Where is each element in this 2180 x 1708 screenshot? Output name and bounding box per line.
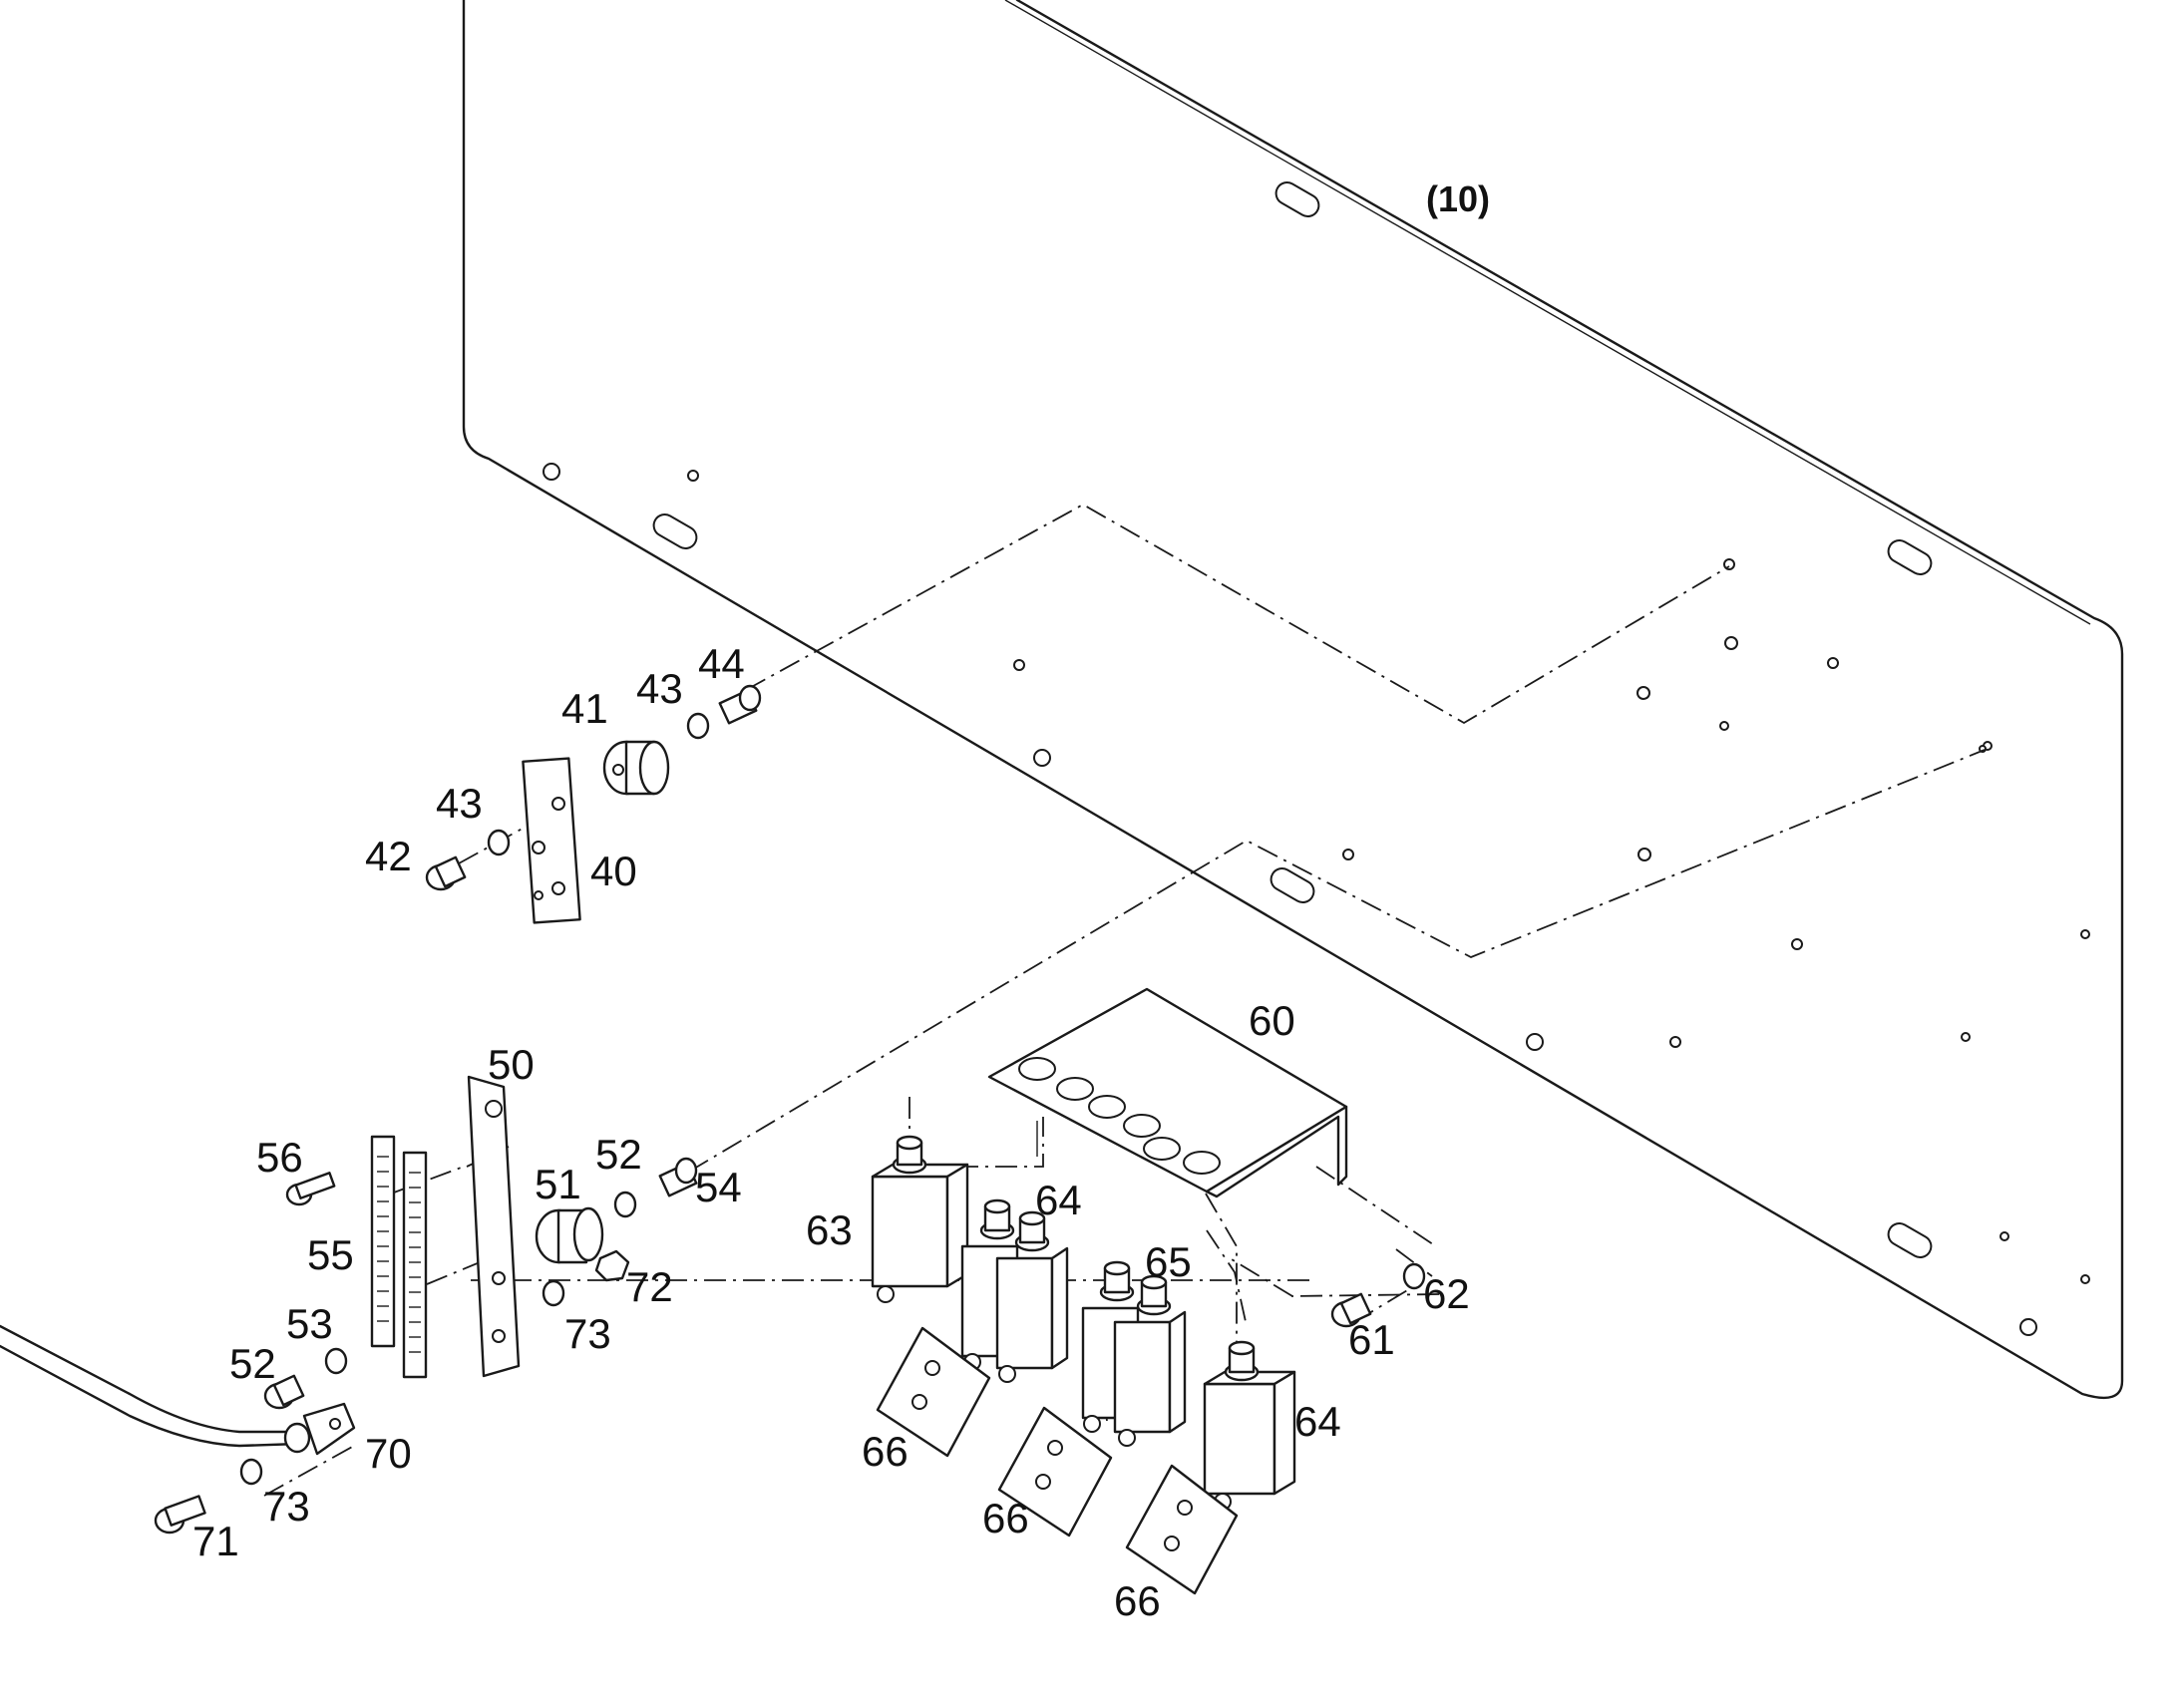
callout-50: 50 bbox=[488, 1041, 535, 1088]
callout-71: 71 bbox=[192, 1518, 239, 1564]
callout-43-top: 43 bbox=[636, 665, 683, 712]
callout-72: 72 bbox=[626, 1263, 673, 1310]
callout-64-top: 64 bbox=[1035, 1177, 1082, 1223]
part-60-plate bbox=[987, 987, 1348, 1198]
part-66-plates bbox=[876, 1326, 1239, 1595]
part-42-screw bbox=[425, 855, 467, 891]
callout-63: 63 bbox=[806, 1206, 853, 1253]
callout-54: 54 bbox=[695, 1164, 742, 1210]
part-72-nut bbox=[594, 1249, 630, 1282]
callout-60: 60 bbox=[1249, 997, 1295, 1044]
part-55-terminal-strips bbox=[370, 1135, 428, 1379]
callout-43-left: 43 bbox=[436, 780, 483, 827]
part-53-screw bbox=[263, 1374, 305, 1410]
panel-holes bbox=[543, 463, 2090, 1336]
part-41-connector bbox=[602, 740, 670, 796]
part-73-washers bbox=[239, 1279, 565, 1486]
callout-73-right: 73 bbox=[564, 1310, 611, 1357]
part-54-screw bbox=[658, 1157, 698, 1197]
part-61-screw bbox=[1330, 1292, 1372, 1328]
assembly-ref-label: (10) bbox=[1426, 178, 1490, 219]
part-70-cable-lug bbox=[0, 1324, 356, 1456]
callout-61: 61 bbox=[1348, 1316, 1395, 1363]
callout-62: 62 bbox=[1423, 1270, 1470, 1317]
part-62-washer bbox=[1402, 1262, 1426, 1290]
callout-53: 52 bbox=[229, 1340, 276, 1387]
callout-70: 70 bbox=[365, 1430, 412, 1477]
callout-66-middle: 66 bbox=[982, 1495, 1029, 1541]
part-71-screw bbox=[154, 1495, 206, 1535]
part-40-bracket bbox=[522, 757, 581, 924]
part-65-breaker bbox=[1081, 1260, 1187, 1447]
callout-41: 41 bbox=[561, 685, 608, 732]
part-63-breaker bbox=[871, 1135, 969, 1303]
callout-40: 40 bbox=[590, 848, 637, 894]
part-51-connector bbox=[535, 1206, 604, 1264]
callout-73-bottom: 73 bbox=[263, 1483, 310, 1530]
callout-42: 42 bbox=[365, 833, 412, 879]
part-50-rail-bracket bbox=[467, 1075, 521, 1378]
callout-labels: (10) 44 43 41 43 42 40 50 56 52 51 54 55… bbox=[192, 178, 1490, 1624]
callout-66-left: 66 bbox=[862, 1428, 908, 1475]
callout-51: 51 bbox=[535, 1161, 581, 1207]
part-43-washers bbox=[487, 712, 710, 856]
part-52-washers bbox=[324, 1191, 637, 1375]
main-panel bbox=[462, 0, 2124, 1399]
part-64-breaker-b bbox=[1203, 1340, 1296, 1511]
callout-52-bottom: 53 bbox=[286, 1300, 333, 1347]
callout-55: 55 bbox=[307, 1231, 354, 1278]
callout-56: 56 bbox=[256, 1134, 303, 1181]
part-56-screw bbox=[285, 1172, 336, 1206]
part-44-screw bbox=[718, 684, 762, 725]
callout-66-bottom: 66 bbox=[1114, 1577, 1161, 1624]
callout-52-top: 52 bbox=[595, 1131, 642, 1178]
panel-slots bbox=[652, 181, 1933, 1258]
callout-65: 65 bbox=[1145, 1238, 1192, 1285]
callout-44: 44 bbox=[698, 640, 745, 687]
callout-64-bottom: 64 bbox=[1294, 1398, 1341, 1445]
part-64-breaker-a bbox=[960, 1198, 1069, 1383]
